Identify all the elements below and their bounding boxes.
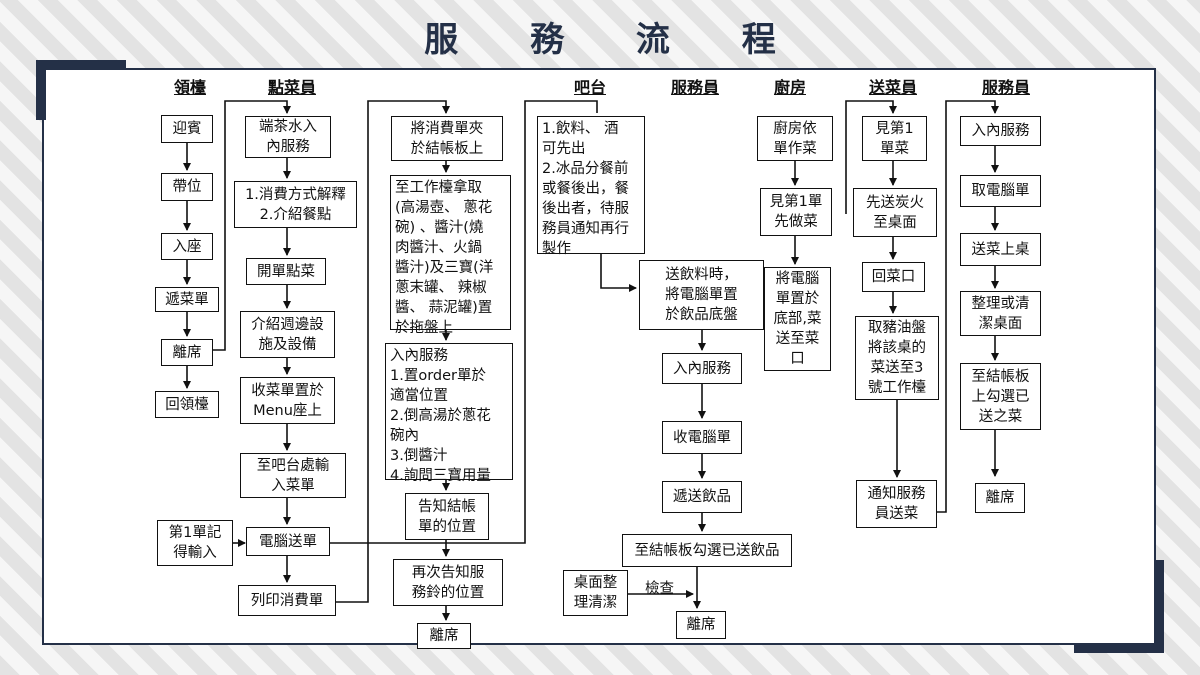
step-serve-inside-drinks: 入內服務 xyxy=(662,353,742,384)
step-serve-inside: 入內服務 1.置order單於 適當位置 2.倒高湯於蔥花 碗內 3.倒醬汁 4… xyxy=(385,343,513,484)
step-send-charcoal: 先送炭火 至桌面 xyxy=(853,188,937,237)
header-server-2: 服務員 xyxy=(981,78,1030,97)
corner-accent-top-left xyxy=(36,60,126,70)
step-collect-slip: 收電腦單 xyxy=(662,421,742,454)
step-leave-server2: 離席 xyxy=(975,483,1025,513)
step-collect-menu: 收菜單置於 Menu座上 xyxy=(240,377,335,424)
step-tick-drinks: 至結帳板勾選已送飲品 xyxy=(622,534,792,567)
header-order-taker: 點菜員 xyxy=(267,78,316,97)
step-seat: 入座 xyxy=(161,233,213,260)
step-explain-menu: 1.消費方式解釋 2.介紹餐點 xyxy=(234,181,357,228)
step-send-order: 電腦送單 xyxy=(246,527,330,556)
step-leave-reception: 離席 xyxy=(161,339,213,366)
bar-drink-rules: 1.飲料、 酒 可先出 2.冰品分餐前 或餐後出，餐 後出者，待服 務員通知再行… xyxy=(537,116,645,257)
corner-accent-bottom-right xyxy=(1074,645,1164,653)
step-take-lard: 取豬油盤 將該桌的 菜送至3 號工作檯 xyxy=(855,316,939,400)
step-take-slip: 取電腦單 xyxy=(960,175,1041,207)
step-inform-checkout: 告知結帳 單的位置 xyxy=(405,493,489,540)
note-first-order: 第1單記 得輸入 xyxy=(157,520,233,566)
step-place-slip: 將電腦 單置於 底部,菜 送至菜 口 xyxy=(764,267,831,371)
step-return-window: 回菜口 xyxy=(862,262,925,292)
step-take-order: 開單點菜 xyxy=(246,258,326,285)
step-first-order-cook: 見第1單 先做菜 xyxy=(760,188,832,236)
step-lead: 帶位 xyxy=(161,173,213,201)
step-introduce-facilities: 介紹週邊設 施及設備 xyxy=(240,311,335,358)
header-kitchen: 廚房 xyxy=(773,78,806,97)
step-kitchen-cook: 廚房依 單作菜 xyxy=(757,116,833,161)
header-runner: 送菜員 xyxy=(868,78,917,97)
step-tick-dishes: 至結帳板 上勾選已 送之菜 xyxy=(960,363,1041,430)
step-back-to-desk: 回領檯 xyxy=(155,391,219,418)
step-clean-table: 桌面整 理清潔 xyxy=(563,570,628,616)
step-fetch-condiments: 至工作檯拿取 (高湯壺、 蔥花 碗) 、醬汁(燒 肉醬汁、火鍋 醬汁)及三寶(洋… xyxy=(390,175,511,336)
step-hand-drinks: 遞送飲品 xyxy=(662,481,742,513)
step-serve-inside-dishes: 入內服務 xyxy=(960,116,1041,146)
header-server-1: 服務員 xyxy=(670,78,719,97)
step-clip-bill: 將消費單夾 於結帳板上 xyxy=(391,116,503,161)
step-notify-server: 通知服務 員送菜 xyxy=(856,480,937,528)
step-print-bill: 列印消費單 xyxy=(238,585,336,616)
step-serve-dish: 送菜上桌 xyxy=(960,233,1041,266)
step-input-order: 至吧台處輸 入菜單 xyxy=(240,453,346,498)
step-leave-server1: 離席 xyxy=(676,611,726,639)
header-reception: 領檯 xyxy=(173,78,206,97)
step-serve-tea: 端茶水入 內服務 xyxy=(245,116,331,158)
header-bar: 吧台 xyxy=(573,78,606,97)
page-title: 服 務 流 程 xyxy=(424,20,806,60)
step-see-first-dish: 見第1 單菜 xyxy=(862,116,927,161)
step-greet: 迎賓 xyxy=(161,115,213,143)
step-deliver-drinks: 送飲料時， 將電腦單置 於飲品底盤 xyxy=(639,260,764,330)
label-inspect: 檢查 xyxy=(645,581,674,597)
step-tidy-table: 整理或清 潔桌面 xyxy=(960,291,1041,336)
corner-accent-bottom-right-vertical xyxy=(1154,560,1164,653)
step-leave-middle: 離席 xyxy=(417,623,471,649)
step-inform-bell: 再次告知服 務鈴的位置 xyxy=(393,559,503,606)
corner-accent-top-left-vertical xyxy=(36,60,46,120)
step-hand-menu: 遞菜單 xyxy=(155,287,219,312)
